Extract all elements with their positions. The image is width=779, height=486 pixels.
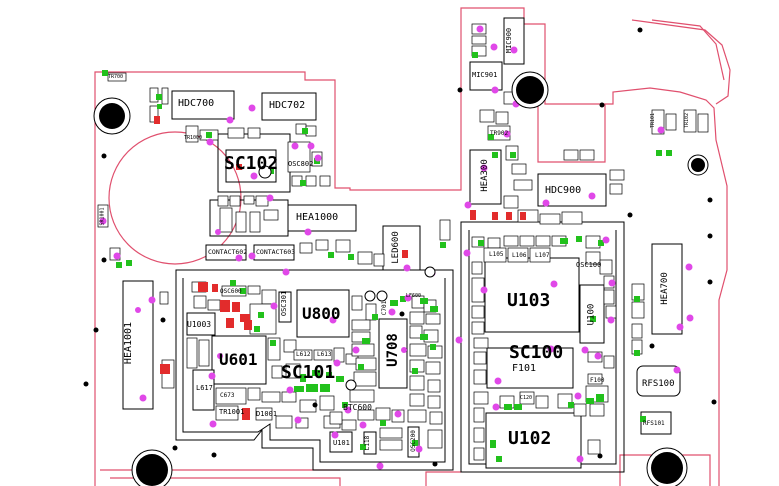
red-pads xyxy=(154,116,526,420)
label-sr1001: SR1001 xyxy=(99,207,106,226)
label-hdc900: HDC900 xyxy=(545,185,582,196)
label-l105: L105 xyxy=(489,251,504,258)
label-osc200: OSC200 xyxy=(409,430,417,452)
label-btc600: BTC600 xyxy=(343,403,372,412)
mic900-box xyxy=(503,17,525,65)
label-rfs100: RFS100 xyxy=(642,379,675,389)
hdc900-box xyxy=(537,173,607,207)
label-u708: U708 xyxy=(384,333,401,367)
u601-box xyxy=(211,335,267,385)
label-tr102: TR102 xyxy=(684,112,691,129)
label-f100: F100 xyxy=(590,377,605,384)
label-sc101: SC101 xyxy=(281,362,336,383)
mounting-holes xyxy=(93,71,709,486)
label-tr101: TR101 xyxy=(650,112,657,129)
hea300-box xyxy=(469,149,502,205)
via-points xyxy=(99,25,694,470)
label-l107: L107 xyxy=(535,252,550,259)
label-osc100: OSC100 xyxy=(576,261,602,269)
black-dots xyxy=(83,27,717,467)
label-osc802: OSC802 xyxy=(288,160,314,168)
sc102-box xyxy=(225,149,277,183)
components xyxy=(122,17,683,469)
label-l613: L613 xyxy=(317,351,332,358)
label-c120: C120 xyxy=(520,395,533,401)
label-rfs101: RFS101 xyxy=(643,420,665,427)
label-osc301: OSC301 xyxy=(280,290,289,317)
green-pads xyxy=(102,52,672,462)
label-f101: F101 xyxy=(512,363,537,374)
label-hea700: HEA700 xyxy=(659,272,670,305)
label-contact603: CONTACT603 xyxy=(256,248,296,256)
label-hea300: HEA300 xyxy=(479,159,490,192)
mic901-box xyxy=(469,61,503,91)
label-hea1001: HEA1001 xyxy=(123,321,135,365)
hea1001-box xyxy=(122,280,154,410)
u100-box xyxy=(579,284,605,344)
label-contact602: CONTACT602 xyxy=(208,248,248,256)
label-l118: L118 xyxy=(364,435,372,451)
label-mic901: MIC901 xyxy=(472,71,498,79)
hdc702-box xyxy=(261,92,317,121)
label-tr902: TR902 xyxy=(490,130,509,137)
rfs101-box xyxy=(640,411,672,435)
label-u102: U102 xyxy=(508,428,552,449)
label-u800: U800 xyxy=(302,304,341,323)
l617-box xyxy=(192,369,215,411)
label-l612: L612 xyxy=(296,351,311,358)
label-d1001: D1001 xyxy=(256,410,278,418)
label-tr700: TR700 xyxy=(108,74,124,80)
hdc700-box xyxy=(171,90,235,120)
u800-box xyxy=(296,289,350,338)
led600-box xyxy=(382,225,421,271)
label-u100: U100 xyxy=(586,303,597,326)
label-u101: U101 xyxy=(333,439,350,447)
label-tr1001: TR1001 xyxy=(219,408,245,416)
label-u601: U601 xyxy=(219,350,258,369)
label-led600: LED600 xyxy=(390,231,401,264)
u708-box xyxy=(378,318,408,389)
contact603-box xyxy=(253,244,295,261)
label-lf600: LF600 xyxy=(406,293,422,299)
hea700-box xyxy=(651,243,683,335)
l118-box xyxy=(363,431,377,455)
label-osc600: OSC600 xyxy=(220,288,242,295)
rfs100-box xyxy=(636,365,681,397)
label-c701: C701 xyxy=(381,300,389,316)
label-hdc700: HDC700 xyxy=(178,98,215,109)
label-l106: L106 xyxy=(512,252,527,259)
label-sc100: SC100 xyxy=(509,342,564,363)
label-c673: C673 xyxy=(220,392,235,399)
label-mic900: MIC900 xyxy=(505,27,514,54)
label-l617: L617 xyxy=(196,384,213,392)
osc301-box xyxy=(278,291,292,323)
label-hdc702: HDC702 xyxy=(269,100,306,111)
small-parts xyxy=(97,23,709,461)
label-hea1000: HEA1000 xyxy=(296,212,339,223)
hea1000-box xyxy=(287,204,357,232)
u103-box xyxy=(484,257,580,333)
label-u103: U103 xyxy=(507,290,551,311)
label-u1003: U1003 xyxy=(187,320,212,329)
u1003-box xyxy=(186,312,216,336)
label-sc102: SC102 xyxy=(224,153,279,174)
label-tr1000: TR1000 xyxy=(184,135,203,141)
